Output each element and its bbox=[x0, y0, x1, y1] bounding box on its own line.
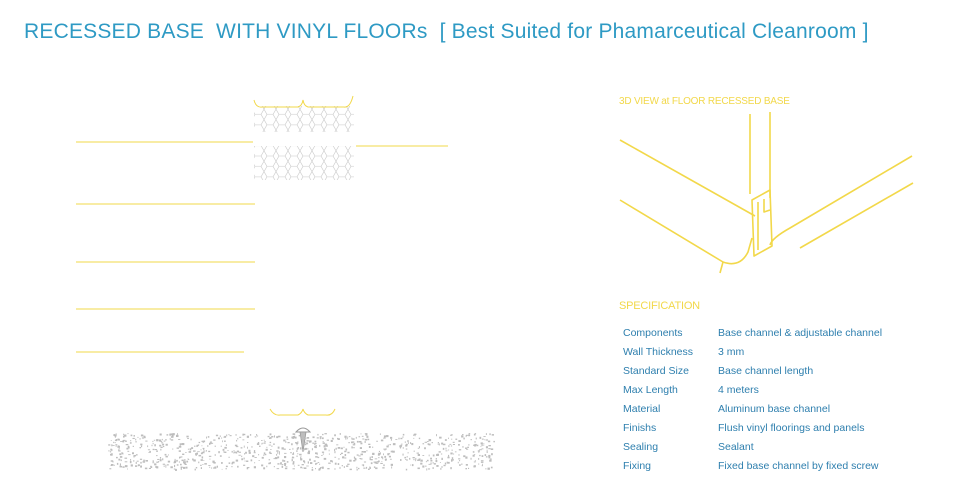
spec-row: Sealing Sealant bbox=[623, 437, 882, 456]
spec-value: 4 meters bbox=[718, 383, 759, 396]
3d-view-label: 3D VIEW at FLOOR RECESSED BASE bbox=[619, 96, 790, 107]
spec-key: Sealing bbox=[623, 440, 659, 453]
panel-honeycomb-core bbox=[254, 106, 354, 180]
spec-row: Components Base channel & adjustable cha… bbox=[623, 323, 882, 342]
spec-key: Max Length bbox=[623, 383, 678, 396]
fixing-screw-icon bbox=[269, 408, 336, 453]
spec-row: Max Length 4 meters bbox=[623, 380, 882, 399]
panel-top-cap bbox=[253, 95, 354, 108]
spec-value: Fixed base channel by fixed screw bbox=[718, 459, 879, 472]
spec-key: Wall Thickness bbox=[623, 345, 694, 358]
spec-key: Standard Size bbox=[623, 364, 689, 377]
page-title: RECESSED BASE WITH VINYL FLOORs [ Best S… bbox=[24, 20, 869, 43]
spec-row: Material Aluminum base channel bbox=[623, 399, 882, 418]
spec-value: Base channel & adjustable channel bbox=[718, 326, 883, 339]
spec-row: Wall Thickness 3 mm bbox=[623, 342, 882, 361]
specification-table: Components Base channel & adjustable cha… bbox=[623, 323, 882, 475]
spec-row: Finishs Flush vinyl floorings and panels bbox=[623, 418, 882, 437]
leader-lines bbox=[76, 141, 448, 353]
spec-row: Standard Size Base channel length bbox=[623, 361, 882, 380]
spec-value: Sealant bbox=[718, 440, 754, 453]
3d-recessed-base-view bbox=[619, 112, 914, 274]
specification-heading: SPECIFICATION bbox=[619, 300, 700, 312]
spec-key: Finishs bbox=[623, 421, 657, 434]
spec-key: Fixing bbox=[623, 459, 652, 472]
floor-slab-texture bbox=[108, 433, 495, 471]
spec-value: 3 mm bbox=[718, 345, 745, 358]
spec-value: Flush vinyl floorings and panels bbox=[718, 421, 865, 434]
spec-key: Material bbox=[623, 402, 661, 415]
spec-value: Base channel length bbox=[718, 364, 814, 377]
spec-key: Components bbox=[623, 326, 683, 339]
spec-row: Fixing Fixed base channel by fixed screw bbox=[623, 456, 882, 475]
spec-value: Aluminum base channel bbox=[718, 402, 831, 415]
